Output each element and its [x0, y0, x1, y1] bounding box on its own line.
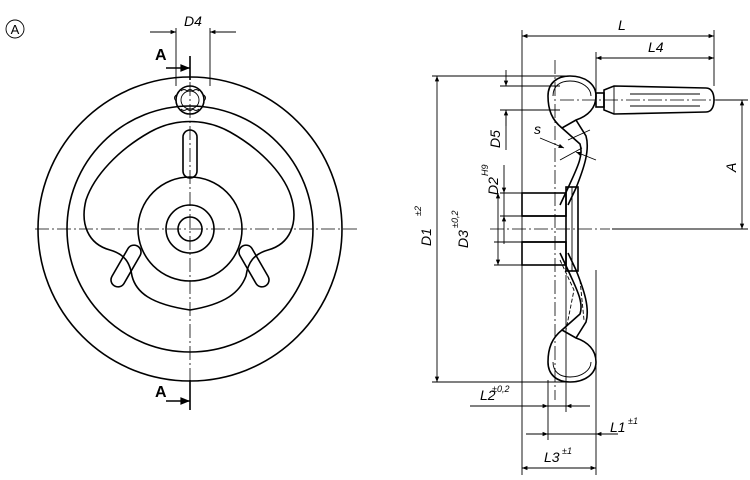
- section-marker-bottom: A: [155, 380, 191, 410]
- l2-label: L2: [480, 387, 496, 403]
- hub-middle-circle: [165, 204, 215, 254]
- d4-label: D4: [184, 13, 202, 29]
- hub-outer-circle: [137, 176, 243, 282]
- revolving-handle: [595, 85, 715, 115]
- dimension-l2: L2 ±0,2: [470, 384, 590, 409]
- dimension-l4: L4: [596, 39, 714, 61]
- front-view: A A D4: [35, 13, 360, 410]
- section-label-top: A: [155, 47, 167, 64]
- handle-boss: [174, 85, 206, 115]
- l3-label: L3: [544, 449, 560, 465]
- spoke-web-outline: [83, 120, 295, 311]
- spoke-profile-lower: [559, 252, 582, 331]
- l1-tolerance: ±1: [628, 416, 638, 426]
- d1-label: D1: [418, 228, 434, 246]
- bore-circle: [177, 216, 203, 242]
- dimension-d4: D4: [150, 13, 236, 86]
- dimension-s: s: [534, 121, 597, 161]
- d3-label: D3: [455, 230, 471, 248]
- dimension-a: A: [723, 99, 745, 229]
- l1-label: L1: [610, 419, 626, 435]
- l3-tolerance: ±1: [562, 446, 572, 456]
- spoke-profile-upper: [559, 127, 582, 206]
- dimension-l3: L3 ±1: [522, 446, 596, 471]
- l2-tolerance: ±0,2: [492, 384, 509, 394]
- section-label-bottom: A: [155, 384, 167, 401]
- d2-tolerance: H9: [480, 164, 490, 176]
- dimension-d2: D2 H9: [480, 164, 507, 244]
- section-marker-top: A: [155, 47, 191, 80]
- l-label: L: [618, 17, 626, 33]
- d1-tolerance: ±2: [413, 206, 423, 216]
- dimension-d5: D5: [487, 70, 509, 150]
- side-view: L L4 D1 ±2 D5 D2 H9: [413, 17, 748, 475]
- top-spoke-slot: [182, 129, 198, 179]
- view-marker-label: A: [11, 22, 20, 37]
- right-spoke-slot: [238, 244, 270, 288]
- d2-label: D2: [485, 177, 501, 195]
- view-marker: A: [5, 19, 25, 39]
- s-label: s: [534, 121, 541, 137]
- dimension-d1: D1 ±2: [413, 75, 440, 382]
- l4-label: L4: [648, 39, 664, 55]
- left-spoke-slot: [110, 244, 142, 288]
- d3-tolerance: ±0,2: [450, 211, 460, 228]
- a-label: A: [723, 163, 739, 173]
- rim-inner-circle: [66, 105, 314, 353]
- dimension-l1: L1 ±1: [526, 416, 638, 437]
- dimension-d3: D3 ±0,2: [450, 193, 501, 265]
- d5-label: D5: [487, 130, 503, 148]
- dimension-l: L: [522, 17, 714, 39]
